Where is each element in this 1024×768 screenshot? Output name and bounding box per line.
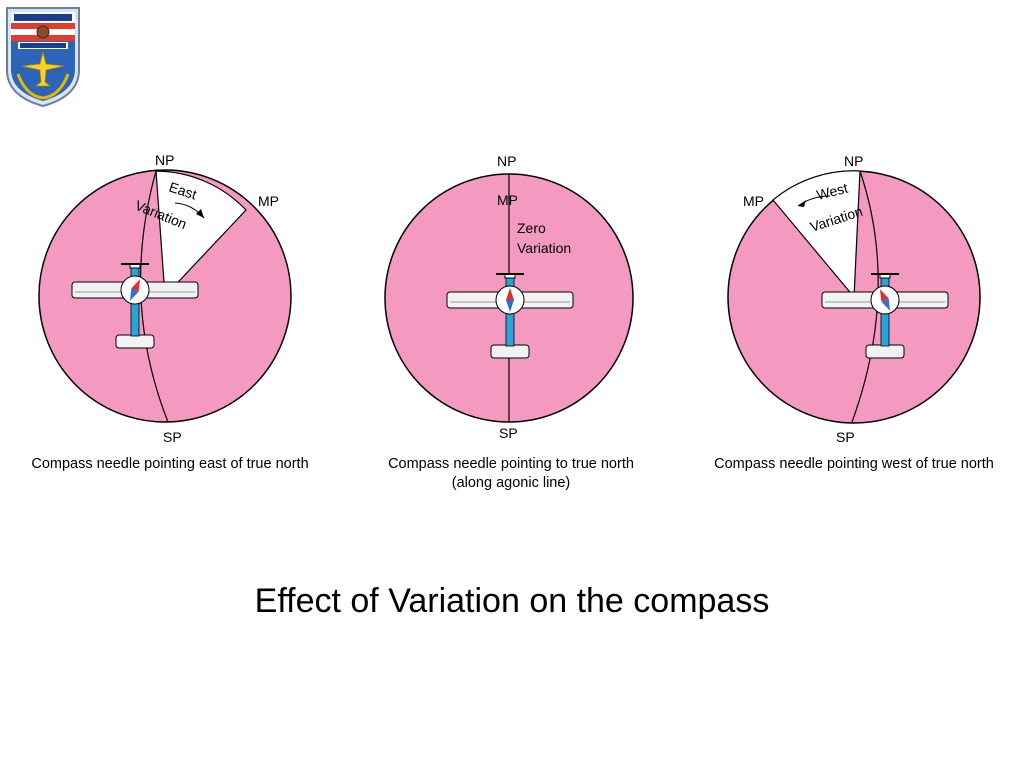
slide-title: Effect of Variation on the compass bbox=[254, 582, 770, 620]
caption-zero: Compass needle pointing to true north (a… bbox=[388, 456, 634, 491]
thai-flying-club-logo bbox=[4, 4, 82, 108]
variation-sector bbox=[155, 170, 247, 298]
airplane-icon bbox=[821, 273, 949, 359]
airplane-icon bbox=[71, 263, 199, 349]
airplane-icon bbox=[446, 273, 574, 359]
variation-sector bbox=[772, 170, 861, 299]
sp-label: SP bbox=[499, 425, 518, 441]
sp-label: SP bbox=[163, 429, 182, 445]
caption-east: Compass needle pointing east of true nor… bbox=[31, 456, 309, 472]
zero-note-line-2: Variation bbox=[517, 240, 571, 256]
compass-needle-icon bbox=[879, 289, 891, 311]
caption-west: Compass needle pointing west of true nor… bbox=[714, 456, 994, 472]
diagram-west-variation: NP MP SP West Variation bbox=[680, 150, 1020, 450]
compass-needle-icon bbox=[506, 288, 514, 312]
mp-label: MP bbox=[743, 193, 764, 209]
mp-label: MP bbox=[497, 192, 518, 208]
compass-needle-icon bbox=[129, 279, 141, 301]
np-label: NP bbox=[497, 153, 516, 169]
diagram-east-variation: NP MP SP East Variation bbox=[0, 150, 340, 450]
zero-note-line-1: Zero bbox=[517, 220, 546, 236]
np-label: NP bbox=[155, 152, 174, 168]
diagram-zero-variation: NP MP SP Zero Variation bbox=[360, 150, 660, 450]
sp-label: SP bbox=[836, 429, 855, 445]
mp-label: MP bbox=[258, 193, 279, 209]
np-label: NP bbox=[844, 153, 863, 169]
arc-word-west: West bbox=[815, 180, 850, 203]
